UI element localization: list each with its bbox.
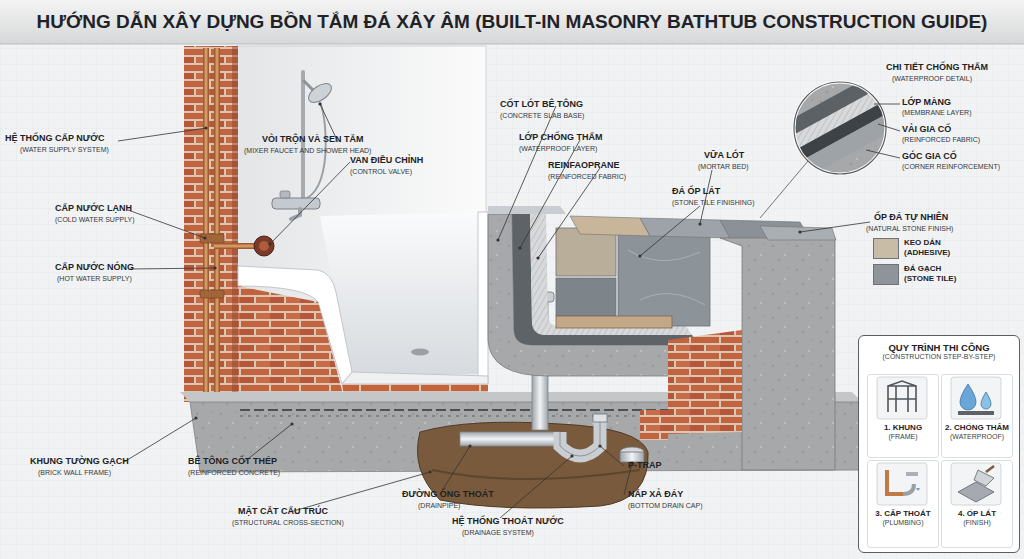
callout-label: LỚP MÀNG bbox=[902, 97, 951, 107]
callout-label: (WATERPROOF LAYER) bbox=[519, 145, 597, 153]
callout-label: (WATERPROOF DETAIL) bbox=[892, 75, 972, 83]
callout-label: (MEMBRANE LAYER) bbox=[902, 109, 972, 117]
step-subtitle: (FINISH) bbox=[942, 519, 1012, 527]
callout-label: CẤP NƯỚC LẠNH bbox=[55, 203, 132, 213]
callout-label: (REINFORCED FABRIC) bbox=[902, 136, 980, 144]
callout-label: REINFAOPRANE bbox=[548, 160, 620, 170]
callout-label: MẶT CẮT CẤU TRÚC bbox=[238, 506, 328, 516]
step-box: 2. CHỐNG THẤM(WATERPROOF) bbox=[941, 374, 1013, 458]
step-title: 2. CHỐNG THẤM bbox=[942, 423, 1012, 433]
legend-swatch bbox=[873, 264, 899, 285]
callout-label: (WATER SUPPLY SYSTEM) bbox=[20, 146, 109, 154]
step-box: 3. CẤP THOÁT(PLUMBING) bbox=[867, 460, 939, 548]
callout-label: VÒI TRỘN VÀ SEN TẮM bbox=[262, 134, 364, 144]
step-title: 1. KHUNG bbox=[868, 423, 938, 433]
callout-label: CỐT LÓT BÊ TÔNG bbox=[500, 99, 583, 109]
callout-label: (BRICK WALL FRAME) bbox=[38, 469, 111, 477]
callout-label: VẢI GIA CỐ bbox=[902, 124, 951, 134]
callout-label: (REINFORCED FABRIC) bbox=[548, 173, 626, 181]
callout-label: CẤP NƯỚC NÓNG bbox=[55, 262, 134, 272]
callout-label: (DRAINPIPE) bbox=[418, 502, 460, 510]
process-panel: QUY TRÌNH THI CÔNG(CONSTRUCTION STEP-BY-… bbox=[858, 335, 1020, 553]
callout-label: (CONCRETE SLAB BASE) bbox=[500, 112, 584, 120]
callout-label: (NATURAL STONE FINISH) bbox=[866, 225, 953, 233]
panel-heading: QUY TRÌNH THI CÔNG bbox=[859, 342, 1019, 353]
callout-label: VỮA LÓT bbox=[704, 150, 744, 160]
callout-label: (STONE TILE FINISHING) bbox=[672, 199, 755, 207]
callout-label: (BOTTOM DRAIN CAP) bbox=[628, 502, 703, 510]
callout-label: NẮP XẢ ĐÁY bbox=[628, 489, 683, 499]
callout-label: P-TRAP bbox=[628, 460, 662, 470]
legend-swatch bbox=[873, 238, 899, 259]
legend-text: KEO DÁN (ADHESIVE) bbox=[904, 238, 970, 258]
callout-label: BÊ TÔNG CỐT THÉP bbox=[188, 456, 277, 466]
callout-label: KHUNG TƯỜNG GẠCH bbox=[30, 456, 129, 466]
callout-label: (COLD WATER SUPPLY) bbox=[55, 216, 135, 224]
callout-label: (MIXER FAUCET AND SHOWER HEAD) bbox=[244, 147, 371, 155]
step-box: 4. ỐP LÁT(FINISH) bbox=[941, 460, 1013, 548]
step-box: 1. KHUNG(FRAME) bbox=[867, 374, 939, 458]
step-subtitle: (WATERPROOF) bbox=[942, 433, 1012, 441]
callout-label: VAN ĐIỀU CHỈNH bbox=[350, 155, 423, 165]
legend-text: ĐÁ GẠCH (STONE TILE) bbox=[904, 264, 970, 284]
step-title: 3. CẤP THOÁT bbox=[868, 509, 938, 519]
callout-label: HỆ THỐNG CẤP NƯỚC bbox=[5, 133, 104, 143]
callout-label: CHI TIẾT CHỐNG THẤM bbox=[886, 62, 988, 72]
panel-subheading: (CONSTRUCTION STEP-BY-STEP) bbox=[859, 353, 1019, 361]
callout-label: ĐÁ ỐP LÁT bbox=[672, 186, 720, 196]
callout-label: LỚP CHỐNG THẤM bbox=[519, 132, 603, 142]
callout-label: (DRAINAGE SYSTEM) bbox=[462, 529, 534, 537]
callout-label: ỐP ĐÁ TỰ NHIÊN bbox=[874, 212, 948, 222]
callout-label: ĐƯỜNG ỐNG THOÁT bbox=[402, 489, 494, 499]
callout-label: (MORTAR BED) bbox=[698, 163, 749, 171]
callout-label: (CORNER REINFORCEMENT) bbox=[902, 163, 1000, 171]
callout-label: (REINFORCED CONCRETE) bbox=[188, 469, 280, 477]
step-subtitle: (FRAME) bbox=[868, 433, 938, 441]
callout-label: (HOT WATER SUPPLY) bbox=[57, 275, 132, 283]
callout-label: GÓC GIA CỐ bbox=[902, 151, 957, 161]
step-title: 4. ỐP LÁT bbox=[942, 509, 1012, 519]
callout-label: (CONTROL VALVE) bbox=[350, 168, 412, 176]
callout-label: (STRUCTURAL CROSS-SECTION) bbox=[232, 519, 344, 527]
step-subtitle: (PLUMBING) bbox=[868, 519, 938, 527]
title-text: HƯỚNG DẪN XÂY DỰNG BỒN TẮM ĐÁ XÂY ÂM (BU… bbox=[37, 11, 988, 33]
callout-label: HỆ THỐNG THOÁT NƯỚC bbox=[452, 516, 564, 526]
